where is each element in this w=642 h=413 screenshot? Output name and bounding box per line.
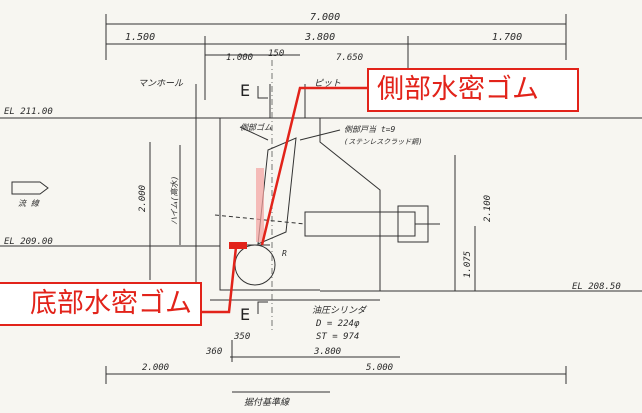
bottom-seal-highlight xyxy=(229,242,247,249)
section-mark-top-symbol xyxy=(257,86,268,99)
callout-side-seal: 側部水密ゴム xyxy=(367,68,579,112)
dim-150: 150 xyxy=(268,49,284,59)
hinge-circle xyxy=(234,244,276,286)
dim-bottom-right: 5.000 xyxy=(366,363,393,373)
section-mark-bottom-symbol xyxy=(257,301,268,314)
dim-right-span: 1.700 xyxy=(492,32,522,43)
callout-bottom-seal: 底部水密ゴム xyxy=(0,282,202,326)
label-manhole: マンホール xyxy=(138,78,184,89)
dim-mid-span: 3.800 xyxy=(304,32,335,43)
label-foundation: 据付基準線 xyxy=(244,397,290,408)
dim-height-1075: 1.075 xyxy=(463,251,473,278)
dim-1000: 1.000 xyxy=(226,53,253,63)
level-upper: EL 211.00 xyxy=(4,107,53,117)
level-lower-left: EL 209.00 xyxy=(4,237,53,247)
dim-base-350: 350 xyxy=(233,332,250,342)
label-leaf-height: ハイム(高水) xyxy=(170,176,179,225)
label-flow: 流 線 xyxy=(18,199,40,208)
section-mark-bottom: E xyxy=(240,305,250,324)
right-wall-outline xyxy=(319,118,381,291)
dim-overall: 7.000 xyxy=(310,12,340,23)
dim-height-2100: 2.100 xyxy=(483,195,493,222)
level-lower-right: EL 208.50 xyxy=(572,282,621,292)
label-cylinder-st: ST = 974 xyxy=(316,332,359,342)
label-cylinder-title: 油圧シリンダ xyxy=(312,305,368,316)
side-seal-highlight xyxy=(256,168,264,242)
dim-bottom-left: 2.000 xyxy=(142,363,169,373)
label-side-plate: 側部戸当 t=9 xyxy=(344,125,395,134)
pier-outline xyxy=(219,118,320,291)
dim-left-span: 1.500 xyxy=(125,32,155,43)
dim-7650: 7.650 xyxy=(336,53,363,63)
label-cylinder-d: D = 224φ xyxy=(315,319,360,329)
flow-arrow xyxy=(11,181,49,195)
dim-base-3800: 3.800 xyxy=(313,347,341,357)
dim-height-2000: 2.000 xyxy=(138,185,148,212)
side-seal-leader xyxy=(260,86,368,246)
section-mark-top: E xyxy=(240,81,250,100)
dim-base-360: 360 xyxy=(205,347,222,357)
label-radius: R xyxy=(282,249,287,258)
label-side-rubber: 側部ゴム xyxy=(240,123,272,132)
label-pit: ピット xyxy=(314,78,341,89)
label-side-plate-material: (ステンレスクラッド鋼) xyxy=(344,138,422,146)
